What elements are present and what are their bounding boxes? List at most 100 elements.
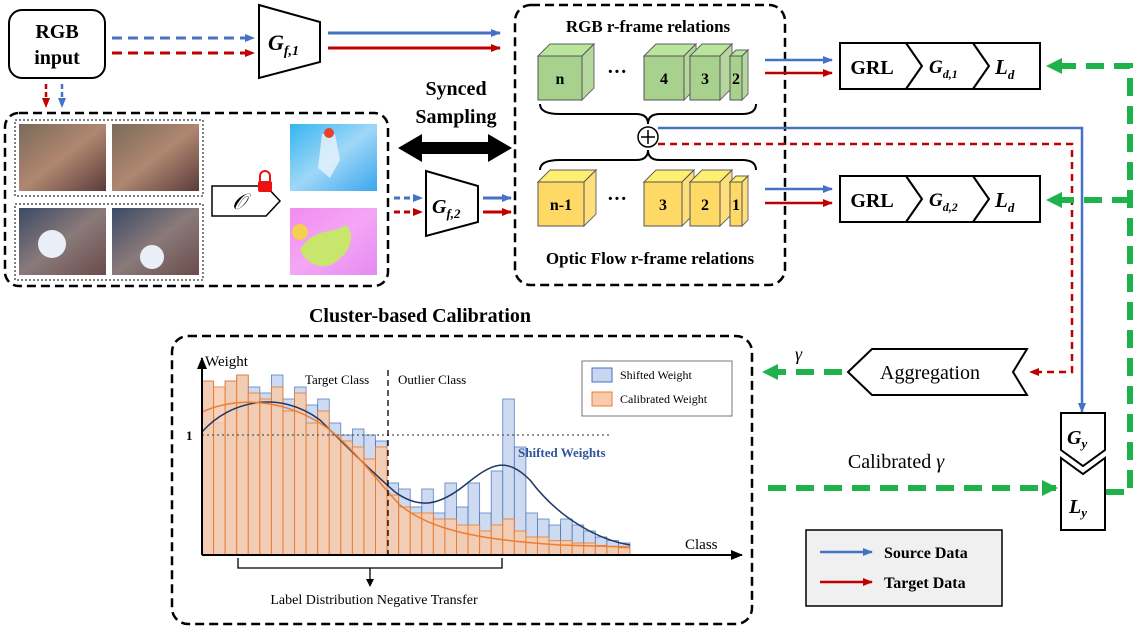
flow-relations-title: Optic Flow r-frame relations [546,249,755,268]
rgb-cube-3: 3 [688,42,734,102]
rgb-input-line1: RGB [35,21,78,43]
video-frame-1 [19,124,106,191]
shifted-weight-curve [201,401,631,546]
calibrated-weight-bar [606,546,619,556]
flow-ellipsis: ··· [607,188,627,210]
rgb-cube-3-label: 3 [701,71,709,88]
ld-subscript-1: d [1008,67,1015,82]
svg-text:Ld: Ld [994,188,1015,215]
calibrated-weight-bar [351,446,365,556]
rgb-relations-title: RGB r-frame relations [566,17,731,36]
gf2-subscript: f,2 [446,206,461,221]
flow-cube-3-label: 3 [659,197,667,214]
legend-source-label: Source Data [884,545,968,562]
loss-feedback-to-ld1 [1046,58,1133,495]
calibrated-weight-bar [560,540,573,556]
source-to-classifier-arrow [658,126,1086,413]
optical-flow-operator [211,185,282,217]
calibrated-weight-bar [282,410,296,556]
rgb-cube-4-label: 4 [660,71,668,88]
rgb-cube-2: 2 [728,48,750,102]
shifted-weights-label: Shifted Weights [518,445,606,460]
one-tick-label: 1 [186,428,193,443]
ball-shape-2 [140,245,164,269]
rgb-cube-n-label: n [556,71,565,88]
flow-cube-3: 3 [642,168,696,228]
calibrated-weight-bar [386,494,400,556]
rgb-ellipsis: ··· [607,61,627,83]
rgb-cube-stack: n 4 3 2 [536,42,750,102]
calibrated-weight-bar [294,392,307,556]
calibrated-weight-bar [247,392,261,556]
grl-label-1: GRL [850,57,893,79]
rgb-input-block: RGB input [8,9,106,79]
calibrated-weight-bar [340,440,353,556]
ball-shape [38,230,66,258]
ly-label: L [1068,496,1081,518]
gf2-encoder: Gf,2 [425,169,479,238]
classifier-block: Gy Ly [1060,412,1106,531]
gamma-label: γ [795,344,803,364]
domain-head-1: GRL Gd,1 Ld [839,42,1041,90]
legend-target-label: Target Data [884,575,966,592]
relations-panel: RGB r-frame relations Optic Flow r-frame… [513,3,787,287]
calibrated-weight-bar [536,536,550,556]
ld-label-1: L [994,55,1008,79]
lock-icon [258,170,272,192]
video-frame-2 [112,124,199,191]
calibration-title: Cluster-based Calibration [309,305,531,327]
calibrated-weight-bar [398,506,411,556]
calibrated-weight-bar [444,518,457,556]
flow-cube-1: 1 [728,174,750,228]
gy-subscript: y [1079,436,1087,451]
synced-sampling-double-arrow [398,134,512,162]
calibrated-weight-bar [455,524,469,556]
calibrated-weight-bar [479,530,492,556]
calibrated-weight-bar [328,434,342,556]
svg-text:Gf,2: Gf,2 [432,196,461,221]
data-legend: Source Data Target Data [805,529,1003,607]
svg-text:Gd,1: Gd,1 [929,57,958,81]
ly-subscript: y [1079,505,1087,520]
negative-transfer-label: Label Distribution Negative Transfer [270,593,478,608]
calibrated-weight-bar [502,518,515,556]
calibrated-weight-curve [201,401,631,548]
calibrated-weight-bar [270,386,284,556]
calibrated-weight-bar [525,536,538,556]
flow-brace [539,149,757,171]
synced-label-line2: Sampling [415,106,496,128]
calibrated-weight-bar [305,422,319,556]
calibrated-weight-bar [548,540,562,556]
calibrated-weight-bar [583,542,596,556]
calibrated-weight-bar [375,446,388,556]
gd-label-2: G [929,190,943,211]
gf1-encoder: Gf,1 [258,3,321,80]
chart-legend-calibrated: Calibrated Weight [620,392,708,406]
video-frames-panel: 𝒪 [3,111,390,288]
aggregation-label: Aggregation [880,362,980,384]
grl-label-2: GRL [850,190,893,212]
rgb-input-line2: input [34,47,80,69]
calibrated-gamma-text: Calibrated [848,451,936,473]
ld-subscript-2: d [1008,200,1015,215]
flow-hotspot [324,128,334,138]
calibrated-weight-bar [213,386,226,556]
flow-cube-n-1: n-1 [536,168,598,228]
y-axis-label: Weight [205,354,249,370]
flow-cube-n-1-label: n-1 [550,197,572,214]
svg-text:Ld: Ld [994,55,1015,82]
aggregation-block: Aggregation [846,348,1029,396]
rgb-cube-2-label: 2 [732,71,740,88]
calibrated-weight-bar [317,410,330,556]
gf1-subscript: f,1 [284,44,299,59]
rgb-cube-n: n [536,42,596,102]
calibrated-weight-bar [201,380,215,556]
calibrated-weight-bar [467,524,481,556]
calibrated-weight-bar [617,547,631,556]
calibrated-weight-bar [513,530,527,556]
calibrated-weight-bar [224,380,238,556]
rgb-cube-4: 4 [642,42,698,102]
